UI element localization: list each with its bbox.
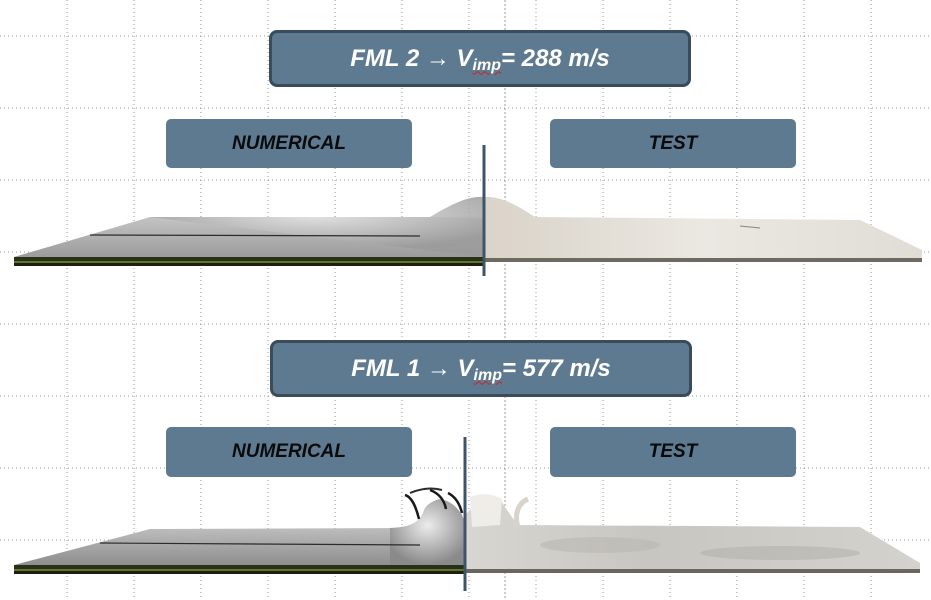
numerical-label-text: NUMERICAL (232, 132, 346, 154)
title-subscript: imp (472, 56, 501, 74)
test-label-text: TEST (648, 132, 698, 154)
title-suffix: = 288 m/s (500, 44, 610, 72)
test-label: TEST (550, 119, 796, 168)
numerical-plate (14, 196, 484, 266)
impact-comparison-fml1 (14, 437, 920, 591)
test-label: TEST (550, 427, 796, 477)
title-subscript: imp (473, 366, 502, 384)
test-plate (484, 196, 922, 262)
numerical-label-text: NUMERICAL (232, 441, 346, 462)
title-suffix: = 577 m/s (501, 354, 611, 382)
test-label-text: TEST (648, 441, 698, 462)
numerical-label: NUMERICAL (166, 427, 412, 477)
impact-comparison-fml2 (14, 145, 922, 276)
title-prefix: FML 1 → V (351, 354, 474, 382)
numerical-plate (14, 487, 465, 574)
title-prefix: FML 2 → V (350, 44, 473, 72)
numerical-label: NUMERICAL (166, 119, 412, 168)
test-plate (465, 494, 920, 573)
